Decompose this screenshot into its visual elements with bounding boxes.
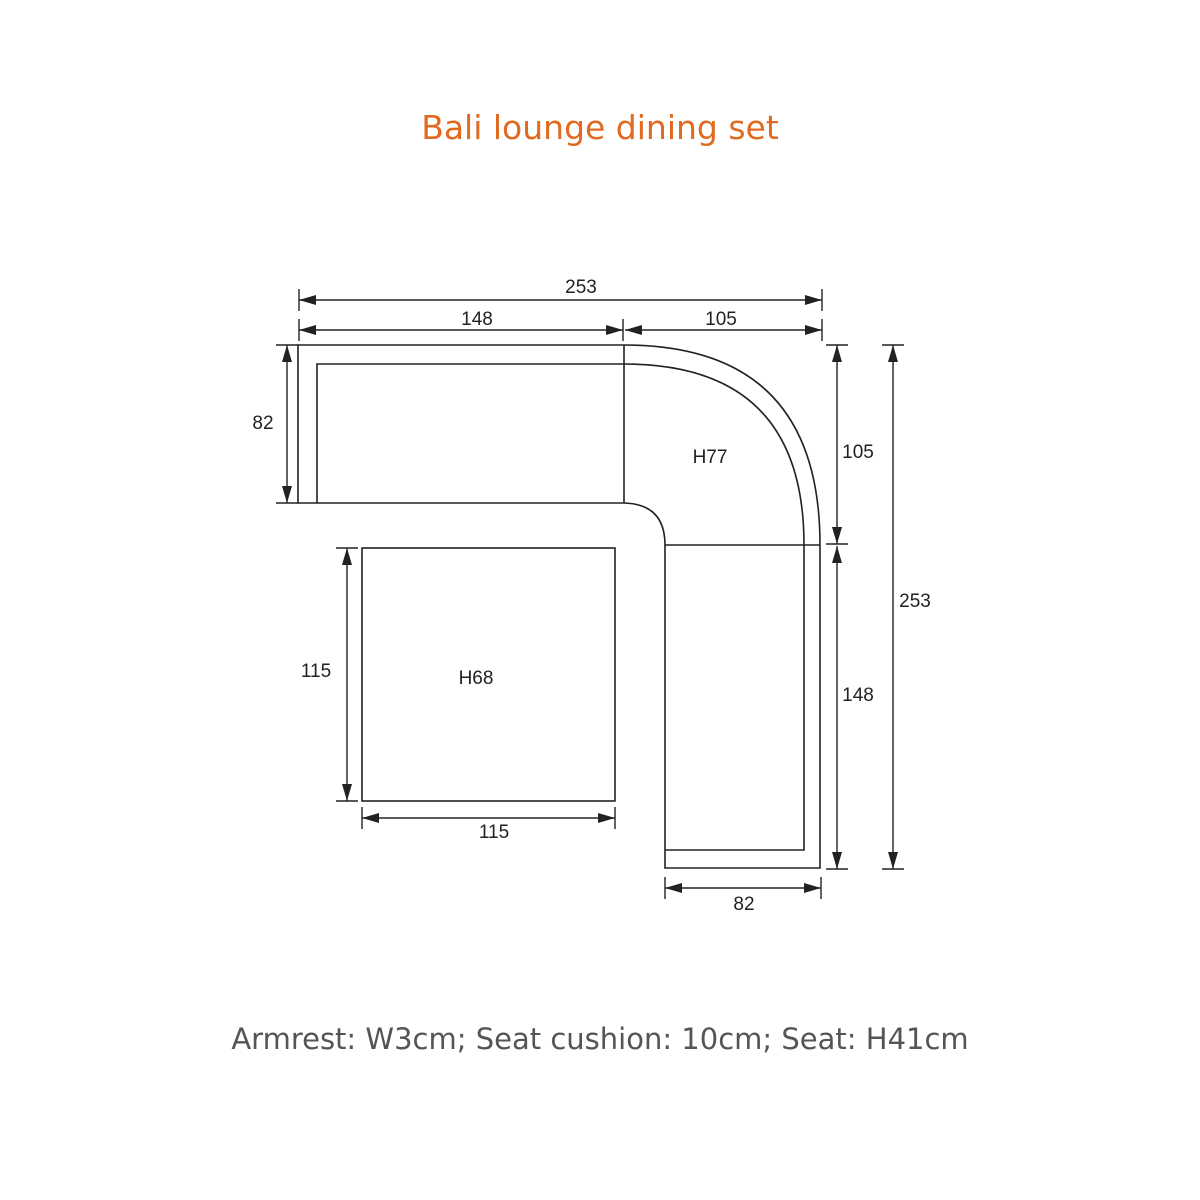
dim-right-sofa-depth: 82 <box>664 877 822 915</box>
left-sofa-depth-label: 82 <box>252 413 273 434</box>
corner-height-label: H77 <box>693 447 728 468</box>
sofa-outer-outline <box>297 344 821 869</box>
sofa-inner-outline <box>316 363 805 851</box>
dim-corner-depth: 105 <box>826 344 874 545</box>
coffee-table <box>361 547 616 802</box>
diagram-title: Bali lounge dining set <box>421 108 779 147</box>
total-width-label: 253 <box>565 277 597 298</box>
specs-footer: Armrest: W3cm; Seat cushion: 10cm; Seat:… <box>231 1022 969 1056</box>
table-depth-label: 115 <box>301 661 331 682</box>
right-sofa-length-label: 148 <box>842 685 874 706</box>
dim-total-depth: 253 <box>882 344 931 870</box>
corner-depth-label: 105 <box>842 442 874 463</box>
table-width-label: 115 <box>479 822 509 843</box>
dim-table-depth: 115 <box>301 547 358 802</box>
dim-table-width: 115 <box>361 807 616 843</box>
corner-width-label: 105 <box>705 309 737 330</box>
dim-right-sofa-length: 148 <box>826 546 874 870</box>
table-height-label: H68 <box>459 668 494 689</box>
sofa-outline <box>297 344 821 869</box>
dim-corner-width: 105 <box>625 309 823 341</box>
dim-left-sofa-depth: 82 <box>252 344 298 504</box>
right-sofa-depth-label: 82 <box>733 894 754 915</box>
dim-left-sofa-length: 148 <box>298 309 624 341</box>
left-sofa-length-label: 148 <box>461 309 493 330</box>
dim-total-width: 253 <box>298 277 823 311</box>
total-depth-label: 253 <box>899 591 931 612</box>
